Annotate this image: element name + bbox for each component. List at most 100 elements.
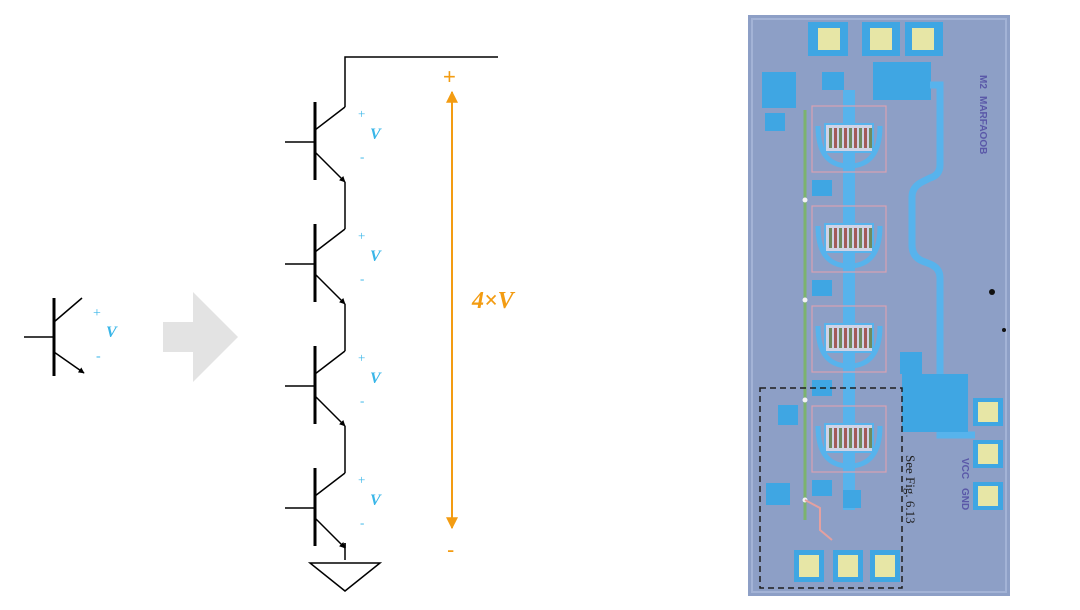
- chip-cell-finger-1-6: [854, 128, 857, 148]
- chip-label-gnd: GND: [959, 488, 970, 510]
- chip-cell-node-2: [802, 297, 808, 303]
- single-transistor: + V -: [24, 297, 118, 376]
- stack-emitter-arrow-2: [314, 273, 346, 305]
- transform-arrow-icon: [163, 292, 238, 382]
- chip-cell-finger-2-1: [829, 228, 832, 248]
- chip-pad-bottom-2-window: [838, 555, 858, 577]
- stack-minus-sign-4: -: [360, 515, 364, 530]
- chip-cell-finger-1-3: [839, 128, 842, 148]
- chip-cell-loop-1: [815, 125, 883, 169]
- chip-cell-finger-2-4: [844, 228, 847, 248]
- chip-cell-finger-2-7: [859, 228, 862, 248]
- stack-minus-sign-3: -: [360, 393, 364, 408]
- stack-emitter-arrow-4: [314, 517, 346, 549]
- stack-plus-sign-2: +: [358, 228, 365, 243]
- chip-cell-finger-1-9: [869, 128, 872, 148]
- chip-right-trace: [908, 81, 975, 439]
- chip-cell-finger-1-1: [829, 128, 832, 148]
- chip-cell-finger-4-1: [829, 428, 832, 448]
- ground-icon: [307, 562, 383, 592]
- chip-cell-loop-2: [815, 225, 883, 269]
- chip-cell-via-1: [812, 180, 832, 196]
- chip-cell-finger-4-4: [844, 428, 847, 448]
- chip-via-left: [765, 113, 785, 131]
- chip-pad-right-1-window: [978, 402, 998, 422]
- chip-cell-finger-2-8: [864, 228, 867, 248]
- chip-cell-boundary-4: [811, 405, 887, 473]
- stack-transistors: +V-+V-+V-+V-: [285, 102, 382, 549]
- stack-minus-sign-1: -: [360, 149, 364, 164]
- chip-cell-finger-3-4: [844, 328, 847, 348]
- chip-cell-via-2: [812, 280, 832, 296]
- chip-unit-outline: [759, 387, 903, 589]
- chip-cell-finger-3-2: [834, 328, 837, 348]
- chip-cell-finger-3-7: [859, 328, 862, 348]
- stack-v-label-3: V: [370, 370, 382, 387]
- chip-cell-finger-2-5: [849, 228, 852, 248]
- chip-cell-finger-4-6: [854, 428, 857, 448]
- chip-cell-finger-1-4: [844, 128, 847, 148]
- chip-label-m2: M2: [977, 75, 988, 89]
- chip-cell-finger-3-5: [849, 328, 852, 348]
- chip-cell-finger-4-2: [834, 428, 837, 448]
- supply-rail: [344, 56, 498, 107]
- chip-cell-boundary-1: [811, 105, 887, 173]
- chip-cell-finger-3-6: [854, 328, 857, 348]
- chip-cell-finger-3-8: [864, 328, 867, 348]
- chip-cap-top: [873, 62, 931, 100]
- chip-label-top: MARFAOOB: [977, 96, 988, 154]
- single-minus-sign: -: [96, 349, 101, 364]
- chip-cell-finger-2-2: [834, 228, 837, 248]
- chip-pad-bottom-1-window: [799, 555, 819, 577]
- stack-plus-sign-4: +: [358, 472, 365, 487]
- chip-cell-finger-2-9: [869, 228, 872, 248]
- chip-via-left-3: [766, 483, 790, 505]
- chip-micrograph: MARFAOOB M2 VCC GND See Fig. 6.13: [748, 15, 1010, 596]
- stack-collector-lead-4: [314, 472, 346, 497]
- chip-via-left-2: [778, 405, 798, 425]
- chip-cell-finger-4-3: [839, 428, 842, 448]
- stack-plus-sign-1: +: [358, 106, 365, 121]
- collector-lead: [53, 297, 83, 323]
- chip-via-top: [822, 72, 844, 90]
- chip-cell-finger-1-7: [859, 128, 862, 148]
- emitter-arrow: [53, 351, 85, 374]
- chip-label-ref: See Fig. 6.13: [903, 455, 918, 524]
- stack-emitter-arrow-3: [314, 395, 346, 427]
- chip-pad-right-3-window: [978, 486, 998, 506]
- stack-v-label-2: V: [370, 248, 382, 265]
- stack-collector-lead-1: [314, 106, 346, 131]
- chip-transistor-cells: [802, 105, 887, 503]
- chip-cell-node-3: [802, 397, 808, 403]
- chip-cell-via-4: [812, 480, 832, 496]
- total-plus-sign: +: [443, 64, 456, 89]
- stack-plus-sign-3: +: [358, 350, 365, 365]
- chip-cell-finger-4-7: [859, 428, 862, 448]
- chip-cell-finger-4-5: [849, 428, 852, 448]
- stack-collector-lead-3: [314, 350, 346, 375]
- chip-cell-finger-3-3: [839, 328, 842, 348]
- stack-minus-sign-2: -: [360, 271, 364, 286]
- single-plus-sign: +: [93, 306, 101, 321]
- chip-cell-finger-4-9: [869, 428, 872, 448]
- total-voltage-label: 4×V: [471, 288, 516, 314]
- stack-emitter-arrow-1: [314, 151, 346, 183]
- chip-center-trace: [843, 90, 855, 510]
- stack-collector-lead-2: [314, 228, 346, 253]
- stack-v-label-1: V: [370, 126, 382, 143]
- chip-via-right-2: [940, 378, 966, 398]
- chip-cell-finger-2-3: [839, 228, 842, 248]
- total-minus-sign: -: [447, 537, 454, 562]
- chip-speck-1: [989, 289, 995, 295]
- chip-cell-node-1: [802, 197, 808, 203]
- chip-pad-top-3-window: [912, 28, 934, 50]
- chip-cell-finger-2-6: [854, 228, 857, 248]
- transistor-stack: +V-+V-+V-+V-: [285, 56, 498, 592]
- chip-outline: [751, 18, 1007, 593]
- single-v-label: V: [106, 324, 118, 341]
- chip-cell-loop-4: [815, 425, 883, 469]
- chip-cell-finger-3-9: [869, 328, 872, 348]
- chip-label-vcc: VCC: [959, 458, 970, 479]
- chip-pad-top-1-window: [818, 28, 840, 50]
